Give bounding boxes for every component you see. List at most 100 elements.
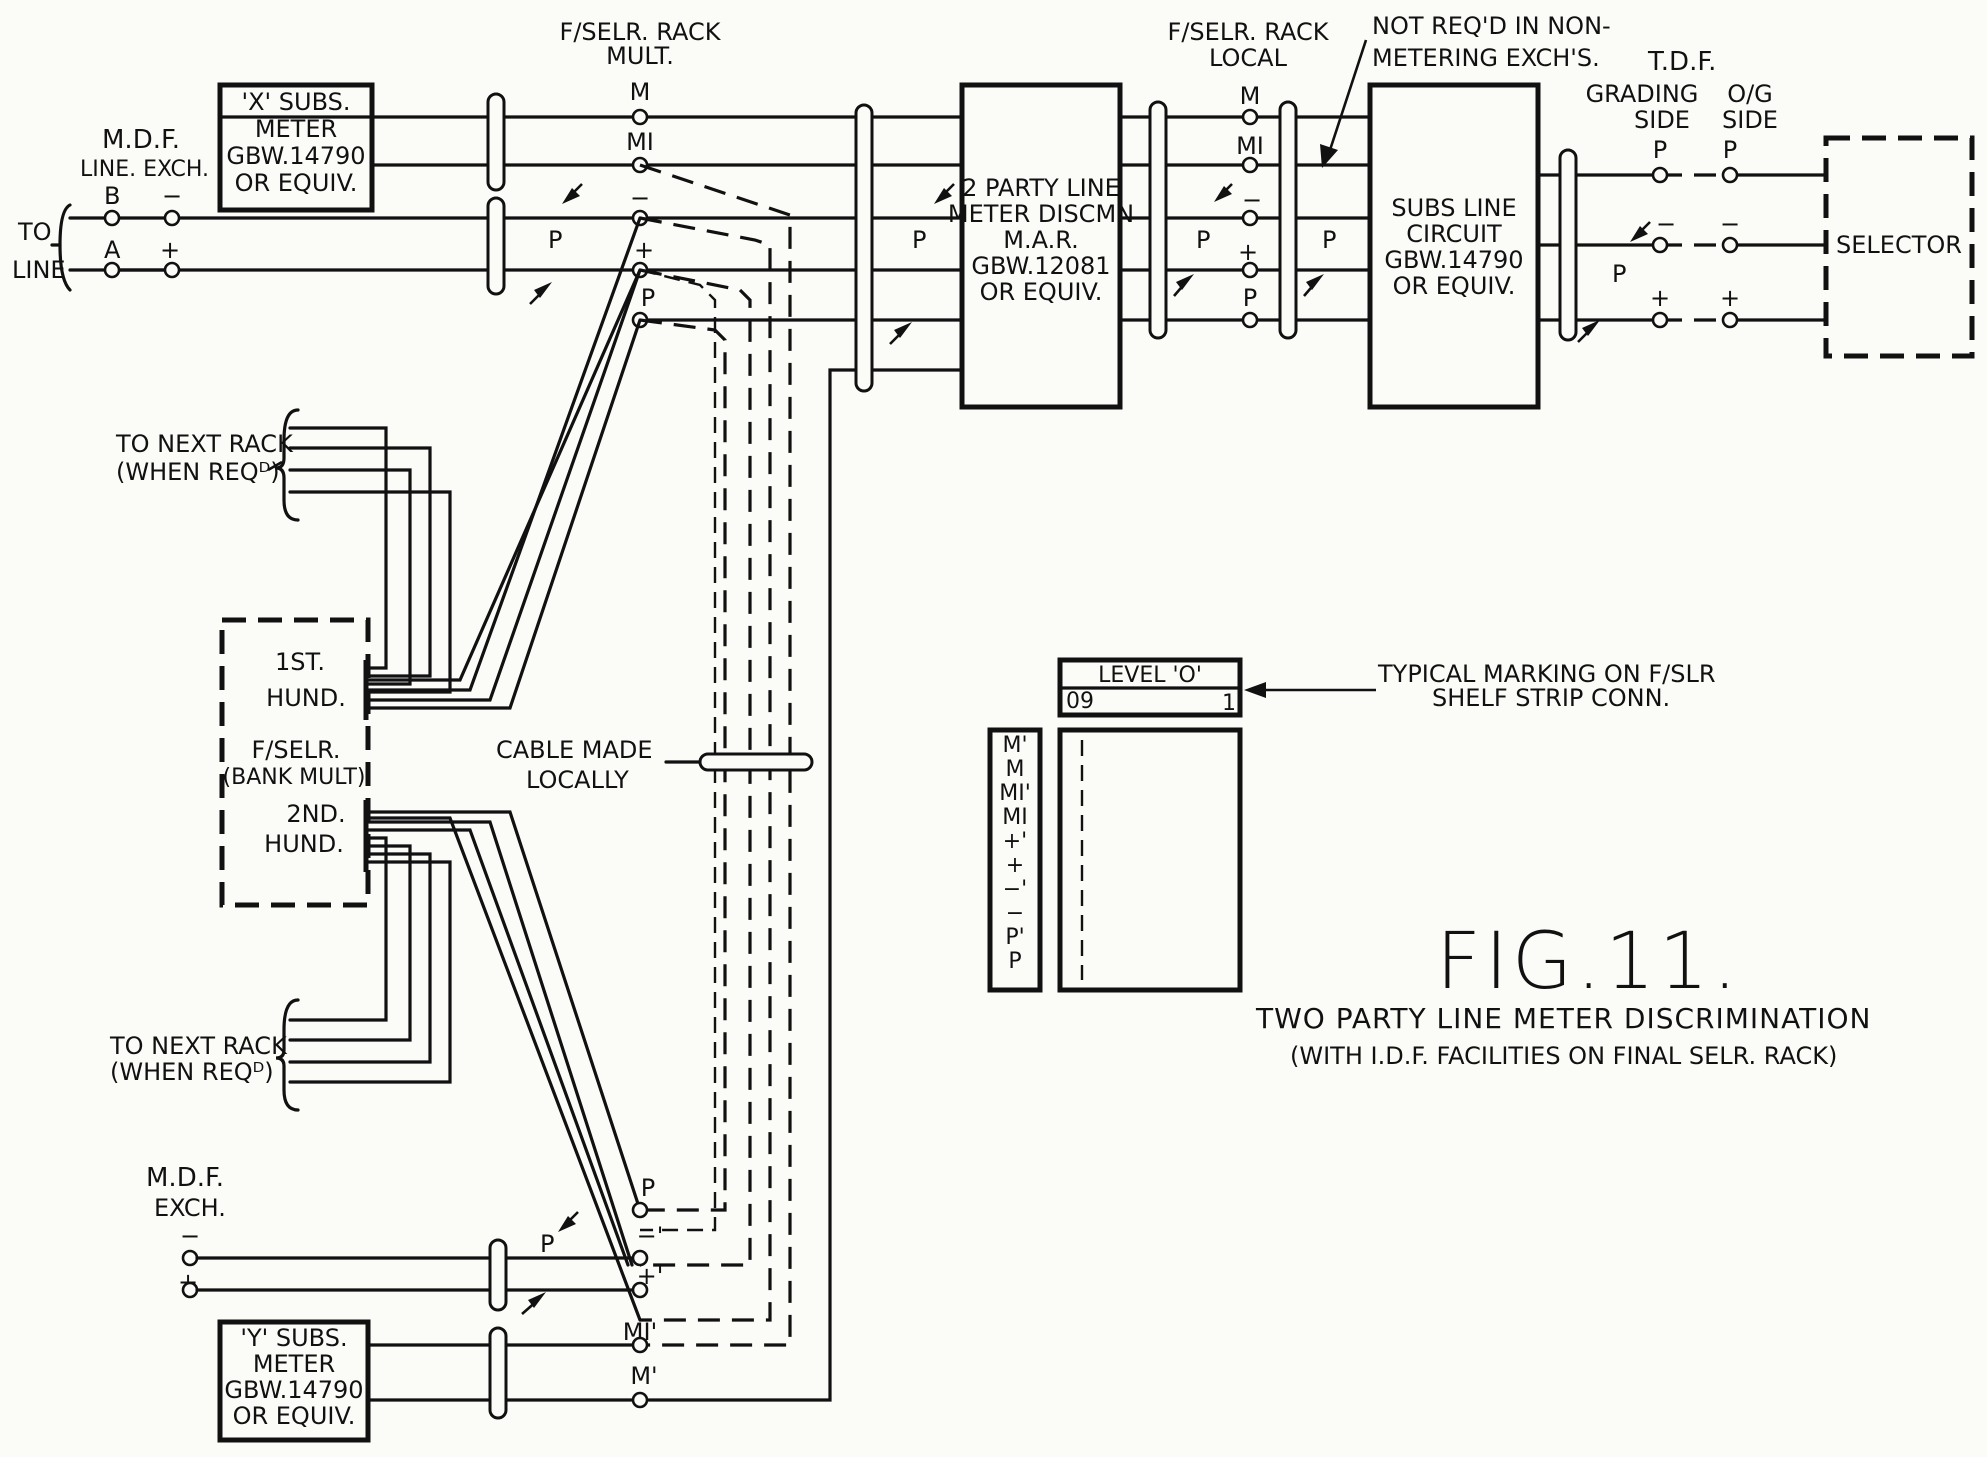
svg-text:TYPICAL MARKING ON F/SLR: TYPICAL MARKING ON F/SLR [1377,660,1716,688]
svg-text:−': −' [637,1222,664,1250]
svg-text:M: M [1240,82,1261,110]
svg-text:'X' SUBS.: 'X' SUBS. [242,88,351,116]
svg-text:HUND.: HUND. [264,830,344,858]
y-subs-meter-box: 'Y' SUBS. METER GBW.14790 OR EQUIV. [217,1319,371,1443]
svg-text:LINE: LINE [12,256,66,284]
svg-text:SHELF STRIP CONN.: SHELF STRIP CONN. [1432,684,1670,712]
svg-text:−: − [162,182,182,210]
svg-text:M.A.R.: M.A.R. [1003,226,1078,254]
svg-text:M': M' [630,1362,657,1390]
strip-label: + [1006,853,1024,878]
mdf-line-terminals: M.D.F. LINE. EXCH. B A − + TO LINE [12,125,209,292]
svg-text:OR EQUIV.: OR EQUIV. [980,278,1103,306]
svg-text:GBW.14790: GBW.14790 [226,142,365,170]
x-subs-meter-box: 'X' SUBS. METER GBW.14790 OR EQUIV. [217,82,375,213]
svg-text:EXCH.: EXCH. [154,1194,226,1222]
strip-label: M' [1002,733,1027,758]
svg-text:OR EQUIV.: OR EQUIV. [1393,272,1516,300]
cable-bundle [486,196,506,296]
terminal-a [103,261,121,279]
strip-label: −' [1003,877,1027,902]
figure-title: FIG.11. [1436,917,1741,1007]
terminal-b [103,209,121,227]
cable-bundle [1148,100,1168,340]
figure-subtitle-2: (WITH I.D.F. FACILITIES ON FINAL SELR. R… [1290,1042,1837,1070]
strip-label: MI [1002,805,1027,830]
svg-text:P: P [641,284,655,312]
svg-text:P: P [912,226,926,254]
svg-text:B: B [104,182,120,210]
mult-risers [638,163,964,1402]
svg-text:P: P [641,1174,655,1202]
svg-text:TO NEXT RACK: TO NEXT RACK [109,1032,288,1060]
figure-subtitle: TWO PARTY LINE METER DISCRIMINATION [1255,1002,1871,1035]
svg-text:+: + [634,236,654,264]
svg-text:1: 1 [1222,691,1236,716]
svg-text:−: − [1720,210,1740,238]
svg-text:GRADING: GRADING [1586,80,1699,108]
terminal-plus-line [163,261,181,279]
svg-text:SELECTOR: SELECTOR [1836,231,1962,259]
bank-diagonals [288,216,642,1322]
svg-text:+: + [1720,284,1740,312]
svg-text:09: 09 [1066,689,1094,714]
fselr-bank-mult-box: 1ST. HUND. F/SELR. (BANK MULT) 2ND. HUND… [219,617,371,908]
svg-text:OR EQUIV.: OR EQUIV. [233,1402,356,1430]
shelf-strip-marking: LEVEL 'O' 09 1 [987,657,1243,993]
svg-text:−: − [630,184,650,212]
selector-box: SELECTOR [1823,135,1975,359]
svg-text:P: P [548,226,562,254]
party-line-meter-box: 2 PARTY LINE METER DISCMN M.A.R. GBW.120… [948,82,1134,410]
svg-text:F/SELR. RACK: F/SELR. RACK [1168,18,1330,46]
svg-text:P: P [1243,284,1257,312]
svg-text:METER: METER [253,1350,335,1378]
svg-text:F/SELR.: F/SELR. [251,736,340,764]
svg-text:P: P [540,1230,554,1258]
svg-text:M.D.F.: M.D.F. [146,1163,224,1193]
svg-text:+: + [160,236,180,264]
strip-label: P' [1005,925,1024,950]
svg-text:(BANK MULT): (BANK MULT) [223,765,366,790]
svg-text:+: + [1238,238,1258,266]
strip-labels: M'MMI'MI+'+−'−P'P [999,733,1031,974]
fselr-rack-local-terminals: F/SELR. RACK LOCAL M MI − + P [1168,18,1330,329]
cable-bundle [488,1238,508,1312]
strip-label: − [1006,901,1024,926]
cable-bundle [486,92,506,192]
cable-bundle [1558,148,1578,342]
svg-text:LEVEL 'O': LEVEL 'O' [1098,663,1202,688]
svg-text:MULT.: MULT. [606,42,674,70]
svg-text:TO: TO [17,218,52,246]
strip-label: M [1006,757,1025,782]
svg-text:M: M [630,78,651,106]
svg-text:CIRCUIT: CIRCUIT [1406,220,1502,248]
svg-text:−: − [180,1222,200,1250]
svg-text:−: − [1656,210,1676,238]
cable-bundle [488,1326,508,1420]
svg-text:METERING EXCH'S.: METERING EXCH'S. [1372,44,1600,72]
svg-text:GBW.14790: GBW.14790 [1384,246,1523,274]
svg-text:T.D.F.: T.D.F. [1647,47,1716,77]
cable-bundle [1278,100,1298,340]
svg-text:1ST.: 1ST. [275,648,325,676]
svg-text:(WHEN REQᴰ): (WHEN REQᴰ) [110,1058,274,1086]
svg-text:+: + [1650,284,1670,312]
fselr-rack-mult-terminals: F/SELR. RACK MULT. M MI − + P [560,18,722,329]
strip-label: P [1008,949,1021,974]
svg-text:LOCALLY: LOCALLY [526,766,629,794]
svg-text:F/SELR. RACK: F/SELR. RACK [560,18,722,46]
bottom-prime-terminals: P −' +' MI' M' [623,1174,664,1409]
svg-text:P: P [1653,136,1667,164]
svg-text:'Y' SUBS.: 'Y' SUBS. [240,1324,347,1352]
svg-text:P: P [1196,226,1210,254]
svg-text:P: P [1723,136,1737,164]
svg-text:GBW.12081: GBW.12081 [971,252,1110,280]
svg-text:P: P [1322,226,1336,254]
svg-text:SIDE: SIDE [1722,106,1778,134]
cable-bundle [698,752,814,772]
strip-label: +' [1003,829,1027,854]
svg-text:METER DISCMN: METER DISCMN [948,200,1134,228]
svg-text:CABLE MADE: CABLE MADE [496,736,653,764]
cable-bundle [854,103,874,393]
